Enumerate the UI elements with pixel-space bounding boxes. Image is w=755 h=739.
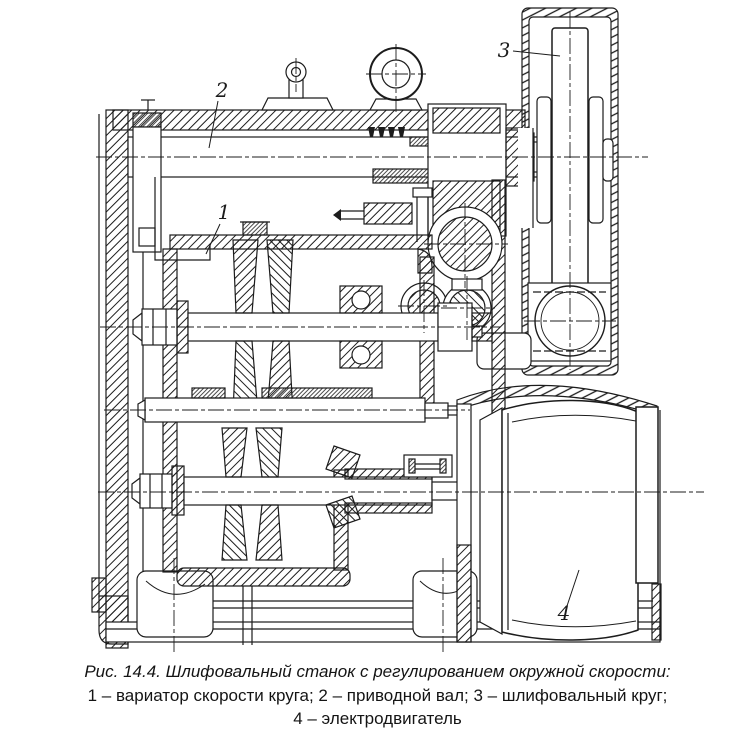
caption-title: Рис. 14.4. Шлифовальный станок с регулир… [84,662,671,681]
callout-leaders [205,50,580,607]
variator-lower-shaft [131,427,459,561]
callout-3-grinding-wheel: 3 [498,38,511,62]
machine-housing [91,99,526,649]
caption-legend-line2: 4 – электродвигатель [293,709,462,728]
centerlines [96,12,704,652]
figure-caption: Рис. 14.4. Шлифовальный станок с регулир… [0,660,755,731]
grinding-machine-cross-section-drawing: 1 2 3 4 [91,7,704,652]
callout-4-motor: 4 [557,601,571,625]
electric-motor [456,384,662,643]
caption-legend-line1: 1 – вариатор скорости круга; 2 – приводн… [87,685,668,705]
callout-2-drive-shaft: 2 [215,78,229,102]
grinding-wheel-guard [518,7,619,376]
callout-1-variator: 1 [218,200,231,224]
